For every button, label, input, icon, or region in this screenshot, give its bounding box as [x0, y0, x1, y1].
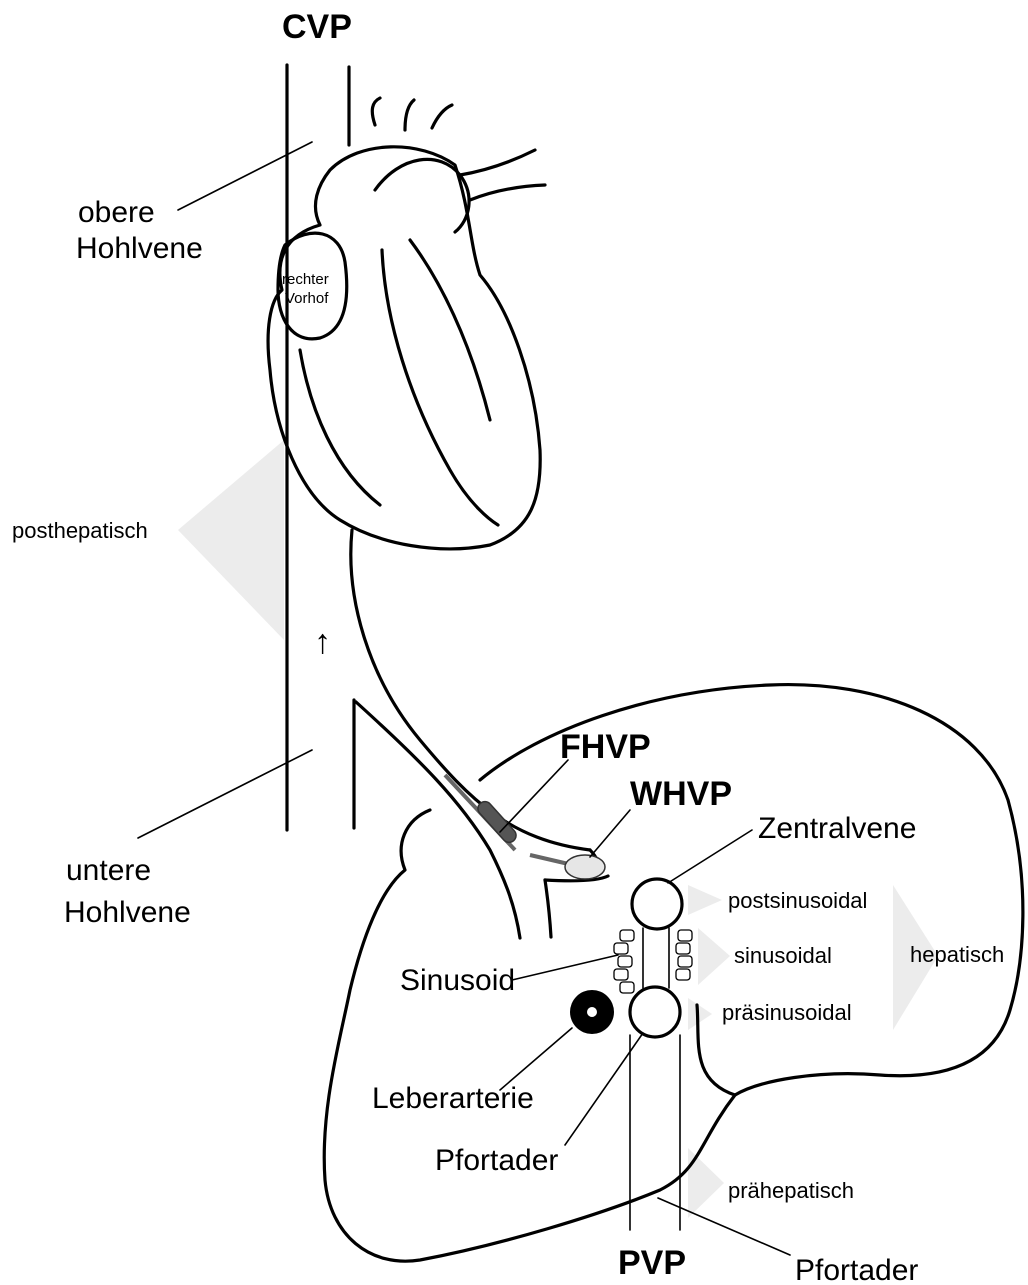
hepatocyte	[618, 956, 632, 967]
fhvp-label: FHVP	[560, 728, 651, 766]
hepatocyte	[678, 956, 692, 967]
pulmonary-branch	[470, 185, 545, 200]
aorta-branch-2	[405, 100, 414, 130]
praesinusoidal-label: präsinusoidal	[722, 1000, 852, 1025]
hepatocyte	[620, 930, 634, 941]
pfortader-mitte-label: Pfortader	[435, 1144, 558, 1177]
posthepatisch-wedge	[178, 440, 284, 640]
postsinusoidal-wedge	[688, 885, 722, 915]
hepatocyte	[620, 982, 634, 993]
pfortader-unten-label: Pfortader	[795, 1254, 918, 1285]
leader-obere-hohlvene	[178, 142, 312, 210]
praehepatisch-label: prähepatisch	[728, 1178, 854, 1203]
leader-fhvp	[500, 760, 568, 832]
leader-pfortader-mitte	[565, 1033, 643, 1145]
hohlvene-unten-label: Hohlvene	[64, 896, 191, 929]
heart	[268, 98, 545, 549]
postsinusoidal-label: postsinusoidal	[728, 888, 867, 913]
whvp-label: WHVP	[630, 775, 732, 813]
leberarterie-label: Leberarterie	[372, 1082, 534, 1115]
pulmonary-artery	[460, 150, 535, 175]
praesinusoidal-wedge	[688, 998, 712, 1030]
hepatisch-label: hepatisch	[910, 942, 1004, 967]
sinusoid-label: Sinusoid	[400, 964, 515, 997]
sinusoidal-wedge	[698, 928, 730, 985]
pfortader-circle	[630, 987, 680, 1037]
vorhof-label: Vorhof	[285, 290, 329, 307]
heart-outline	[268, 147, 540, 549]
hepatocyte	[614, 943, 628, 954]
hepatic-vein-branch-stem	[545, 880, 551, 937]
cvp-label: CVP	[282, 8, 352, 46]
posthepatisch-label: posthepatisch	[12, 518, 148, 543]
hepatocyte	[614, 969, 628, 980]
aorta-arch	[375, 159, 469, 232]
obere-label: obere	[78, 196, 155, 229]
whvp-balloon	[565, 855, 605, 879]
leader-sinusoid	[512, 955, 618, 980]
zentralvene-circle	[632, 879, 682, 929]
zentralvene-label: Zentralvene	[758, 812, 916, 845]
leader-zentralvene	[668, 830, 752, 883]
hepatocyte	[676, 969, 690, 980]
untere-label: untere	[66, 854, 151, 887]
ventricle-inner	[300, 350, 380, 505]
rechter-label: rechter	[282, 271, 329, 288]
hohlvene-oben-label: Hohlvene	[76, 232, 203, 265]
leberarterie-lumen	[587, 1007, 597, 1017]
hepatocyte	[676, 943, 690, 954]
hepatocyte	[678, 930, 692, 941]
sinusoidal-label: sinusoidal	[734, 943, 832, 968]
aorta-branch-1	[372, 98, 380, 125]
catheters	[445, 775, 605, 879]
leader-whvp	[590, 810, 630, 857]
pvp-label: PVP	[618, 1244, 686, 1282]
aorta-branch-3	[432, 105, 452, 128]
vena-cava	[287, 65, 354, 830]
hepatocytes	[614, 930, 692, 993]
leader-leberarterie	[500, 1028, 572, 1090]
flow-arrow-icon: ↑	[314, 623, 331, 661]
